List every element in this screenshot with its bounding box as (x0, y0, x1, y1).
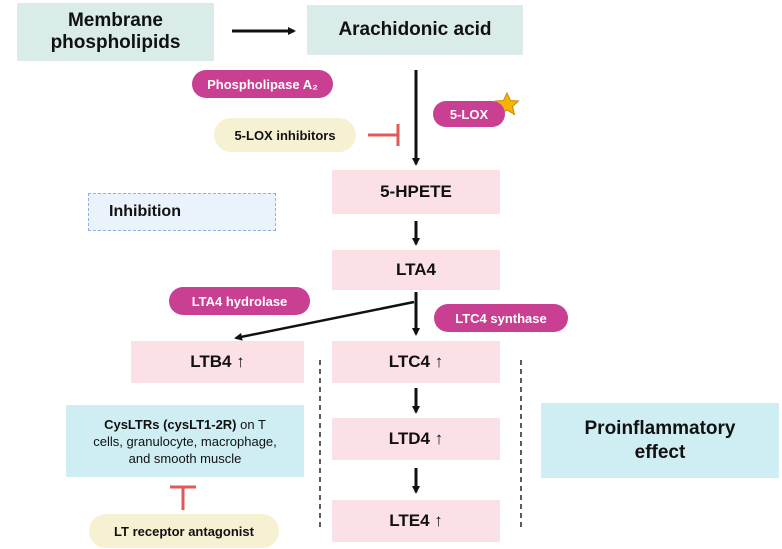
enzyme-lox-label: 5-LOX (449, 106, 489, 122)
enzyme-5-lox: 5-LOX (433, 101, 505, 127)
node-lta4-label: LTA4 (396, 260, 436, 279)
enzyme-ltc4-synthase-label: LTC4 synthase (455, 310, 547, 326)
node-ltb4: LTB4 ↑ (131, 341, 304, 383)
node-arachidonic-acid: Arachidonic acid (307, 5, 523, 55)
node-membrane-label: Membrane phospholipids (50, 10, 181, 53)
inhibitor-5-lox-inhibitors: 5-LOX inhibitors (214, 118, 356, 152)
lt-antagonist-label: LT receptor antagonist (114, 523, 254, 539)
enzyme-ltc4-synthase: LTC4 synthase (434, 304, 568, 332)
enzyme-lta4-hydrolase-label: LTA4 hydrolase (191, 293, 288, 309)
node-ltd4: LTD4 ↑ (332, 418, 500, 460)
node-ltd4-label: LTD4 ↑ (388, 429, 444, 448)
inhibit-symbol-lox (368, 124, 400, 146)
enzyme-lta4-hydrolase: LTA4 hydrolase (169, 287, 310, 315)
cyslt-description: CysLTRs (cysLT1-2R) on T cells, granuloc… (93, 416, 277, 467)
node-lte4: LTE4 ↑ (332, 500, 500, 542)
node-ltb4-label: LTB4 ↑ (190, 352, 245, 371)
node-ltc4: LTC4 ↑ (332, 341, 500, 383)
node-hpete-label: 5-HPETE (380, 182, 452, 201)
cyslt-text-3: and smooth muscle (128, 450, 242, 466)
legend-inhibition: Inhibition (88, 193, 276, 231)
legend-inhibition-label: Inhibition (109, 203, 181, 220)
inhibit-symbol-receptor (170, 485, 196, 510)
node-ltc4-label: LTC4 ↑ (388, 352, 444, 371)
node-proinflammatory-effect: Proinflammatory effect (541, 403, 779, 478)
cyslt-text-2: cells, granulocyte, macrophage, (93, 433, 277, 449)
inhibitor-lt-receptor-antagonist: LT receptor antagonist (89, 514, 279, 548)
enzyme-pla2-label: Phospholipase A₂ (207, 76, 318, 92)
node-membrane-phospholipids: Membrane phospholipids (17, 3, 214, 61)
arrow-lta4-to-ltb4 (234, 300, 415, 341)
cyslt-text-1: on T (236, 416, 266, 432)
lox-inhibitors-label: 5-LOX inhibitors (234, 127, 336, 143)
node-lte4-label: LTE4 ↑ (389, 511, 443, 530)
node-5-hpete: 5-HPETE (332, 170, 500, 214)
node-lta4: LTA4 (332, 250, 500, 290)
enzyme-phospholipase-a2: Phospholipase A₂ (192, 70, 333, 98)
cyslt-receptor-name: CysLTRs (cysLT1-2R) (104, 416, 237, 432)
node-cyslt-receptors: CysLTRs (cysLT1-2R) on T cells, granuloc… (66, 405, 304, 477)
proinflammatory-label: Proinflammatory effect (584, 417, 736, 463)
node-arachidonic-label: Arachidonic acid (338, 19, 492, 40)
